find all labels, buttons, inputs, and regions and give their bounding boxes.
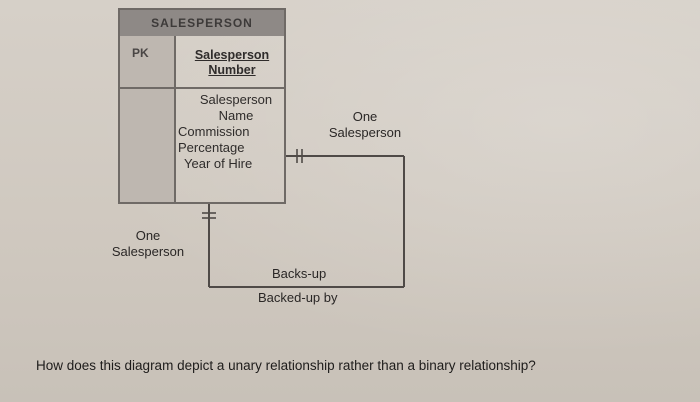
attribute-key-column bbox=[120, 89, 176, 202]
left-cardinality-text: One Salesperson bbox=[111, 228, 185, 259]
top-cardinality-label: One Salesperson bbox=[320, 109, 410, 141]
pk-label: PK bbox=[132, 46, 149, 60]
pk-cell: PK bbox=[120, 36, 176, 89]
attribute-year-of-hire: Year of Hire bbox=[184, 156, 253, 171]
attribute-list: Salesperson Name Commission Percentage Y… bbox=[176, 92, 286, 172]
relationship-label-forward: Backs-up bbox=[272, 266, 327, 281]
left-cardinality-label: One Salesperson bbox=[96, 228, 200, 260]
pk-attribute-cell: Salesperson Number bbox=[176, 36, 286, 89]
question-text: How does this diagram depict a unary rel… bbox=[36, 358, 536, 373]
attribute-commission-percentage: Commission Percentage bbox=[178, 124, 250, 155]
relationship-label-reverse: Backed-up by bbox=[258, 290, 338, 305]
top-cardinality-text: One Salesperson bbox=[328, 109, 402, 140]
salesperson-entity: SALESPERSON PK Salesperson Number Salesp… bbox=[118, 8, 286, 204]
attribute-salesperson-name: Salesperson Name bbox=[199, 92, 273, 123]
pk-attribute: Salesperson Number bbox=[194, 48, 270, 77]
entity-name: SALESPERSON bbox=[120, 10, 284, 36]
